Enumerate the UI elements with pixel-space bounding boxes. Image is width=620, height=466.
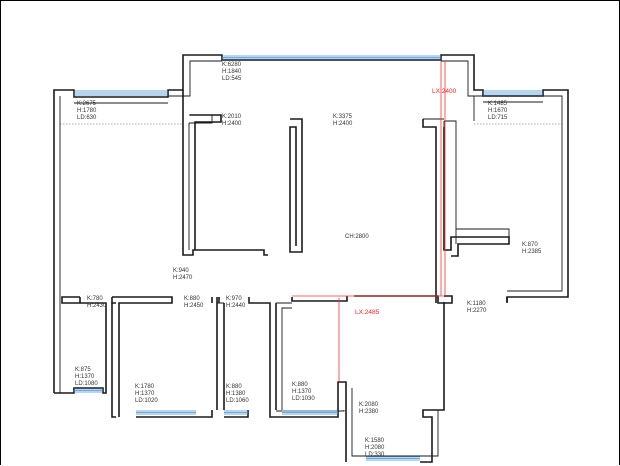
dimension-label-lx-2400: LX:2400 [432,88,457,95]
dimension-label-k780-1: H:2430 [87,303,107,309]
dimension-label-k875-2: LD:1080 [75,381,98,387]
dimension-label-k880a-0: K:880 [184,296,200,302]
dimension-label-k2080-1: H:2380 [359,409,379,415]
windows [74,55,543,461]
dimension-label-k3375-1: H:2400 [333,121,353,127]
dimension-label-balcony-top-1: H:1840 [222,69,242,75]
dimension-label-k1780-2: LD:1020 [135,398,158,404]
dimension-label-lr-top-1: H:1780 [77,108,97,114]
dimension-label-k880c-0: K:880 [292,382,308,388]
wall-door-jamb [435,295,508,304]
window-room-bottom [282,410,338,415]
interior-walls [79,90,510,417]
dimension-label-k970-0: K:970 [226,296,242,302]
wall-pier-left [190,114,222,250]
outer-walls [53,54,569,463]
dimension-label-k2080-0: K:2080 [359,402,379,408]
dimension-label-k1780-1: H:1370 [135,391,155,397]
dimension-label-kr-top-1: H:1670 [488,108,508,114]
dimension-label-balcony-top-0: K:6280 [222,62,242,68]
dimension-label-k2010-1: H:2400 [222,121,242,127]
dimension-label-k1180-0: K:1180 [467,301,486,307]
dimension-label-k1580-2: LD:330 [365,452,385,458]
window-bath-bottom [224,410,248,415]
wall-bedroom-1-inner [188,114,213,250]
dimension-label-k870-1: H:2385 [522,249,542,255]
wall-inner-top [59,60,563,393]
dimension-label-k970-1: H:2440 [226,303,246,309]
dimension-label-k875-1: H:1370 [75,374,95,380]
red-dimension-lines [292,61,446,382]
dimension-label-k880b-1: H:1380 [226,391,246,397]
dimension-label-lr-top-2: LD:630 [77,115,97,121]
dimension-label-k880b-0: K:880 [226,384,242,390]
window-kitchen-top [483,90,543,96]
window-living-top [74,90,168,96]
dimension-label-k880a-1: H:2450 [184,303,204,309]
dimension-label-ch: CH:2800 [345,234,369,240]
dimension-label-lr-top-0: K:2675 [77,101,97,107]
wall-kitchen [422,119,510,301]
wall-bedroom-1 [182,90,268,256]
dimension-label-kr-top-2: LD:715 [488,115,508,121]
dimension-label-k2010-0: K:2010 [222,114,242,120]
dimension-label-k1180-1: H:2270 [467,308,487,314]
dimension-label-balcony-top-2: LD:545 [222,76,242,82]
dimension-label-k940-0: K:940 [173,268,189,274]
dimension-label-k1580-1: H:2080 [365,445,385,451]
dimension-label-kr-top-0: K:1485 [488,101,508,107]
dimension-label-k780-0: K:780 [87,296,103,302]
dimension-label-k3375-0: K:3375 [333,114,353,120]
wall-standalone [289,118,303,253]
dimension-label-k880c-2: LD:1030 [292,396,315,402]
wall-corridor-inner [119,302,292,410]
dimension-label-lx-2485: LX:2485 [355,309,380,316]
window-bedroom-bottom [136,410,196,415]
wall-kitchen-line [455,96,475,244]
wall-right-lower [111,302,445,463]
dimension-label-k870-0: K:870 [522,242,538,248]
window-left-bottom [74,388,103,393]
window-balcony-top [222,55,441,60]
dimension-label-k875-0: K:875 [75,367,91,373]
dimension-label-k1580-0: K:1580 [365,438,385,444]
window-bay-bottom [366,456,420,461]
dimension-label-k940-1: H:2470 [173,275,193,281]
dimension-label-k880c-1: H:1370 [292,389,312,395]
dimension-label-k1780-0: K:1780 [135,384,155,390]
dimension-label-k880b-2: LD:1060 [226,398,249,404]
